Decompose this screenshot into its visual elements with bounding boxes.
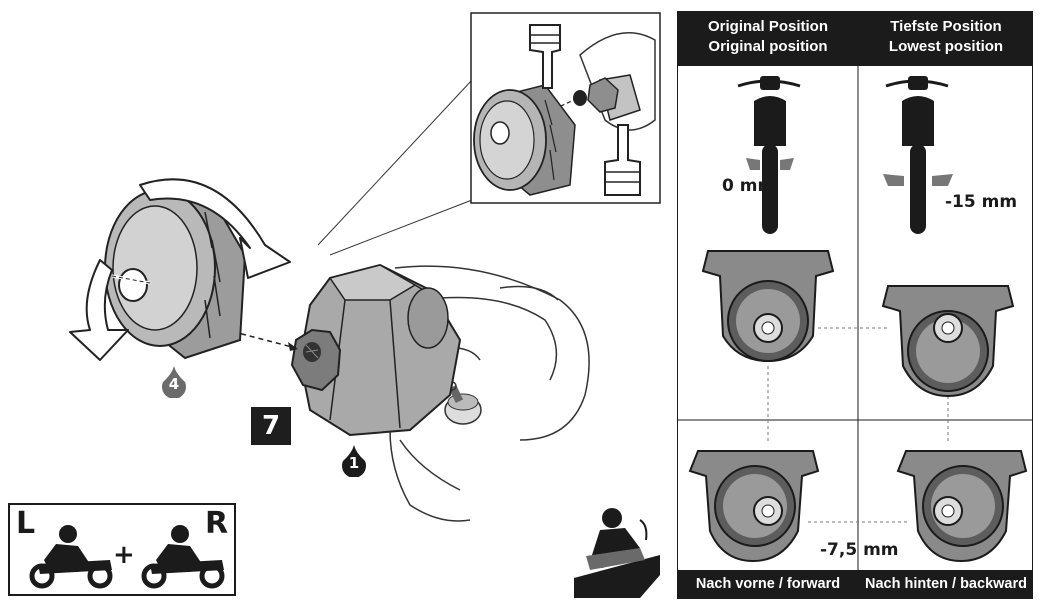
header-original-line2: Original position	[708, 38, 828, 55]
assembly-illustration	[69, 12, 661, 598]
step-number-badge: 7	[251, 407, 291, 445]
footer-backward: Nach hinten / backward	[865, 576, 1027, 592]
rider-on-slope-icon	[574, 508, 660, 598]
motorcyclist-icon	[29, 525, 225, 589]
footer-forward: Nach vorne / forward	[695, 576, 841, 592]
offset-value: -7,5 mm	[820, 540, 899, 560]
hand-pointing-down-icon	[529, 24, 561, 89]
callout-number: 1	[348, 454, 360, 472]
detail-inset-drawing	[473, 32, 656, 196]
mount-plate-forward	[688, 450, 820, 563]
mount-plate-original-top	[701, 250, 835, 363]
mount-plate-lowest-top	[881, 285, 1015, 398]
callout-number: 4	[168, 375, 180, 393]
rotate-arrow-icon	[69, 178, 291, 361]
position-table	[677, 11, 1033, 599]
hand-pointing-up-icon	[604, 124, 641, 196]
mount-plate-backward	[896, 450, 1028, 563]
key-switch-icon	[444, 381, 482, 425]
header-original: Original Position Original position	[680, 17, 856, 57]
header-original-line1: Original Position	[707, 18, 828, 35]
table-footer-bar	[678, 570, 1032, 598]
bike-frame-outline	[389, 265, 590, 522]
plus-sign: +	[113, 540, 135, 570]
bike-front-original	[737, 76, 801, 234]
mount-body	[290, 263, 462, 437]
table-header-bar	[678, 12, 1032, 66]
position-diagrams	[678, 66, 1032, 570]
callout-badge-knob: 4	[161, 366, 187, 398]
left-side-letter: L	[16, 506, 36, 541]
side-selector-box	[8, 503, 236, 596]
header-lowest-line1: Tiefste Position	[890, 18, 1002, 35]
header-lowest: Tiefste Position Lowest position	[858, 17, 1034, 57]
lowest-height-value: -15 mm	[945, 192, 1018, 212]
bike-front-lowest	[883, 76, 953, 234]
right-side-letter: R	[205, 506, 229, 541]
header-lowest-line2: Lowest position	[888, 38, 1004, 55]
callout-badge-mount: 1	[341, 445, 367, 477]
original-height-value: 0 mm	[722, 176, 776, 196]
